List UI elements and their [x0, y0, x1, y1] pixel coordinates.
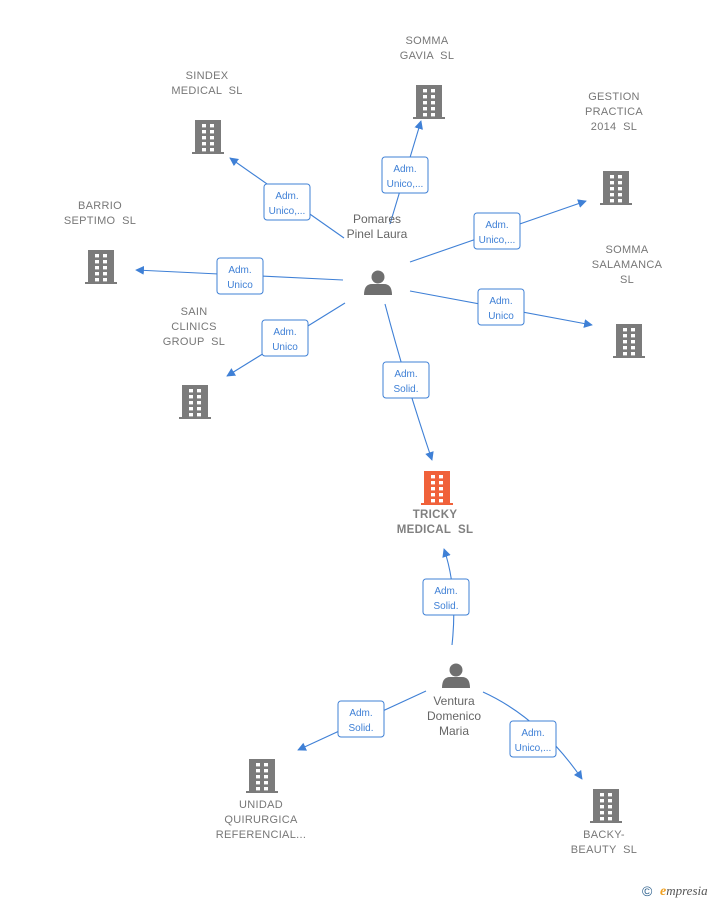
node-label-line: TRICKY — [413, 509, 458, 521]
company-node-backy[interactable]: BACKY- BEAUTY SL — [571, 789, 637, 856]
person-icon — [442, 663, 470, 688]
building-icon — [246, 759, 278, 793]
role-label-text: Adm. — [349, 708, 372, 719]
role-label-box — [382, 361, 430, 399]
node-label-line: SINDEX — [186, 70, 229, 82]
company-node-salamanca[interactable]: SOMMA SALAMANCA SL — [592, 244, 663, 358]
building-icon — [600, 171, 632, 205]
node-label-line: QUIRURGICA — [224, 814, 298, 826]
node-label-line: Domenico — [427, 709, 481, 723]
role-label-text: Adm. — [434, 586, 457, 597]
node-label-line: SL — [620, 274, 634, 286]
role-label-pomares-sindex[interactable]: Adm. Unico,... — [263, 183, 311, 221]
building-icon — [85, 250, 117, 284]
role-label-ventura-backy[interactable]: Adm. Unico,... — [509, 720, 557, 758]
node-label-line: SEPTIMO SL — [64, 215, 136, 227]
role-label-pomares-tricky[interactable]: Adm. Solid. — [382, 361, 430, 399]
role-label-box — [337, 700, 385, 738]
node-label-line: 2014 SL — [591, 121, 637, 133]
role-label-text: Unico — [272, 342, 298, 353]
node-label-line: CLINICS — [171, 321, 217, 333]
role-label-box — [216, 257, 264, 295]
node-label-line: MEDICAL SL — [171, 85, 242, 97]
role-label-text: Unico,... — [479, 235, 516, 246]
node-label-line: SAIN — [181, 306, 208, 318]
building-icon — [179, 385, 211, 419]
role-label-ventura-unidad[interactable]: Adm. Solid. — [337, 700, 385, 738]
role-label-text: Unico,... — [515, 743, 552, 754]
role-label-text: Adm. — [489, 296, 512, 307]
role-label-text: Solid. — [433, 601, 458, 612]
role-label-box — [422, 578, 470, 616]
node-label-line: MEDICAL SL — [397, 524, 474, 536]
node-label-line: PRACTICA — [585, 106, 643, 118]
company-node-barrio[interactable]: BARRIO SEPTIMO SL — [64, 200, 136, 284]
role-label-pomares-gestion[interactable]: Adm. Unico,... — [473, 212, 521, 250]
role-label-ventura-tricky[interactable]: Adm. Solid. — [422, 578, 470, 616]
node-label-line: SALAMANCA — [592, 259, 663, 271]
focus-building-icon — [421, 471, 453, 505]
role-label-pomares-barrio[interactable]: Adm. Unico — [216, 257, 264, 295]
role-label-text: Adm. — [228, 265, 251, 276]
role-label-text: Unico,... — [269, 206, 306, 217]
building-icon — [590, 789, 622, 823]
node-label-line: UNIDAD — [239, 799, 283, 811]
node-label-line: REFERENCIAL... — [216, 829, 306, 841]
node-label-line: BARRIO — [78, 200, 122, 212]
role-label-box — [509, 720, 557, 758]
role-label-text: Adm. — [393, 164, 416, 175]
role-label-box — [477, 288, 525, 326]
brand-logo[interactable]: empresia — [660, 883, 708, 899]
building-icon — [613, 324, 645, 358]
company-node-gestion[interactable]: GESTION PRACTICA 2014 SL — [585, 91, 643, 205]
company-node-tricky[interactable]: TRICKY MEDICAL SL — [397, 471, 474, 536]
node-label-line: SOMMA — [405, 35, 448, 47]
node-label-line: Maria — [439, 724, 469, 738]
brand-footer[interactable]: © empresia — [638, 881, 728, 901]
role-label-text: Unico — [227, 280, 253, 291]
building-icon — [413, 85, 445, 119]
node-label-line: GESTION — [588, 91, 640, 103]
node-label-line: GAVIA SL — [400, 50, 454, 62]
role-label-box — [263, 183, 311, 221]
role-label-text: Adm. — [394, 369, 417, 380]
role-label-pomares-sain[interactable]: Adm. Unico — [261, 319, 309, 357]
role-label-box — [381, 156, 429, 194]
node-label-line: BEAUTY SL — [571, 844, 637, 856]
role-label-pomares-gavia[interactable]: Adm. Unico,... — [381, 156, 429, 194]
company-node-unidad[interactable]: UNIDAD QUIRURGICA REFERENCIAL... — [216, 759, 306, 841]
role-label-text: Adm. — [273, 327, 296, 338]
company-node-sindex[interactable]: SINDEX MEDICAL SL — [171, 70, 242, 154]
node-label-line: Ventura — [433, 694, 475, 708]
building-icon — [192, 120, 224, 154]
role-label-box — [473, 212, 521, 250]
role-label-text: Adm. — [521, 728, 544, 739]
role-label-text: Unico,... — [387, 179, 424, 190]
node-label-line: BACKY- — [583, 829, 625, 841]
role-label-text: Unico — [488, 311, 514, 322]
node-label-line: Pinel Laura — [347, 227, 408, 241]
role-label-box — [261, 319, 309, 357]
role-label-pomares-salamanca[interactable]: Adm. Unico — [477, 288, 525, 326]
company-node-gavia[interactable]: SOMMA GAVIA SL — [400, 35, 454, 119]
role-label-text: Solid. — [393, 384, 418, 395]
role-label-text: Adm. — [275, 191, 298, 202]
company-node-sain[interactable]: SAIN CLINICS GROUP SL — [163, 306, 225, 419]
person-icon — [364, 270, 392, 295]
role-label-text: Adm. — [485, 220, 508, 231]
node-label-line: SOMMA — [605, 244, 648, 256]
role-label-text: Solid. — [348, 723, 373, 734]
node-label-line: Pomares — [353, 212, 401, 226]
copyright-icon: © — [642, 883, 653, 899]
node-label-line: GROUP SL — [163, 336, 225, 348]
